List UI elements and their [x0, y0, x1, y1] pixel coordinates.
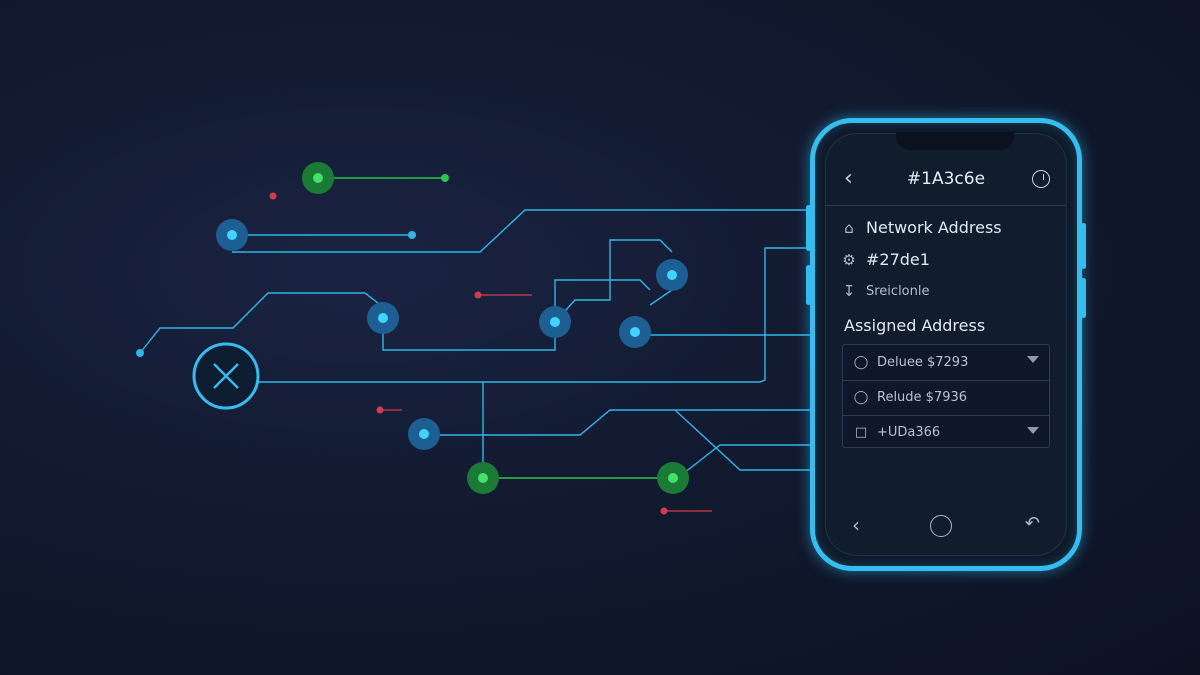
wire	[440, 409, 810, 436]
wire	[232, 209, 810, 253]
download-icon: ↧	[842, 282, 856, 300]
nav-back-icon[interactable]: ‹	[852, 513, 860, 537]
phone-side-button	[1081, 278, 1086, 318]
status-text: Sreiclonle	[866, 283, 930, 299]
nav-home-icon[interactable]	[930, 515, 952, 537]
wire	[674, 444, 810, 481]
address-value-row: ⚙ #27de1	[840, 250, 1052, 269]
endpoint-dot	[136, 349, 144, 357]
red-dot	[660, 507, 668, 515]
node-green	[302, 162, 334, 194]
node-green	[467, 462, 499, 494]
network-address-label: Network Address	[866, 218, 1002, 237]
phone-side-button	[806, 205, 811, 251]
node-blue	[367, 302, 399, 334]
node-blue	[656, 259, 688, 291]
list-item[interactable]: ◯ Deluee $7293	[843, 345, 1049, 379]
wire	[674, 409, 810, 471]
shield-icon: ◯	[853, 354, 869, 370]
phone-side-button	[806, 265, 811, 305]
node-blue	[619, 316, 651, 348]
red-dot	[474, 291, 482, 299]
wire	[139, 292, 384, 354]
phone-frame: ‹ #1A3c6e ⌂ Network Address ⚙ #27de1 ↧ S…	[806, 118, 1086, 571]
chip-icon: ⚙	[842, 250, 856, 269]
chevron-down-icon[interactable]	[1027, 427, 1039, 434]
node-green	[657, 462, 689, 494]
document-icon: □	[854, 425, 868, 440]
list-item-label: Relude $7936	[877, 390, 968, 405]
phone-notch	[896, 132, 1014, 150]
wire	[258, 247, 810, 383]
gear-icon[interactable]	[1032, 170, 1050, 188]
list-item-label: +UDa366	[877, 425, 941, 440]
page-title: #1A3c6e	[906, 169, 986, 189]
address-value: #27de1	[866, 250, 930, 269]
list-item[interactable]: □ +UDa366	[843, 415, 1049, 449]
home-icon: ⌂	[844, 218, 854, 237]
status-row[interactable]: ↧ Sreiclonle	[840, 282, 1052, 300]
node-blue	[216, 219, 248, 251]
lock-icon: ◯	[853, 390, 869, 405]
list-item[interactable]: ◯ Relude $7936	[843, 380, 1049, 414]
list-item-label: Deluee $7293	[877, 354, 969, 370]
phone-side-button	[1081, 223, 1086, 269]
wire	[554, 239, 673, 323]
chevron-left-icon[interactable]: ‹	[844, 166, 853, 191]
endpoint-dot	[408, 231, 416, 239]
red-dot	[376, 406, 384, 414]
node-blue	[539, 306, 571, 338]
red-dot	[269, 192, 277, 200]
assigned-address-label: Assigned Address	[844, 316, 986, 335]
assigned-address-list: ◯ Deluee $7293 ◯ Relude $7936 □ +UDa366	[842, 344, 1050, 448]
screen-header: ‹ #1A3c6e	[826, 160, 1066, 206]
phone-screen: ‹ #1A3c6e ⌂ Network Address ⚙ #27de1 ↧ S…	[825, 132, 1067, 556]
network-address-row[interactable]: ⌂ Network Address	[840, 218, 1052, 237]
chevron-down-icon[interactable]	[1027, 356, 1039, 363]
node-blue	[408, 418, 440, 450]
nav-return-icon[interactable]: ↶	[1024, 513, 1040, 534]
endpoint-dot	[441, 174, 449, 182]
phone-nav-bar: ‹ ↶	[826, 511, 1066, 541]
close-icon[interactable]	[192, 342, 260, 410]
